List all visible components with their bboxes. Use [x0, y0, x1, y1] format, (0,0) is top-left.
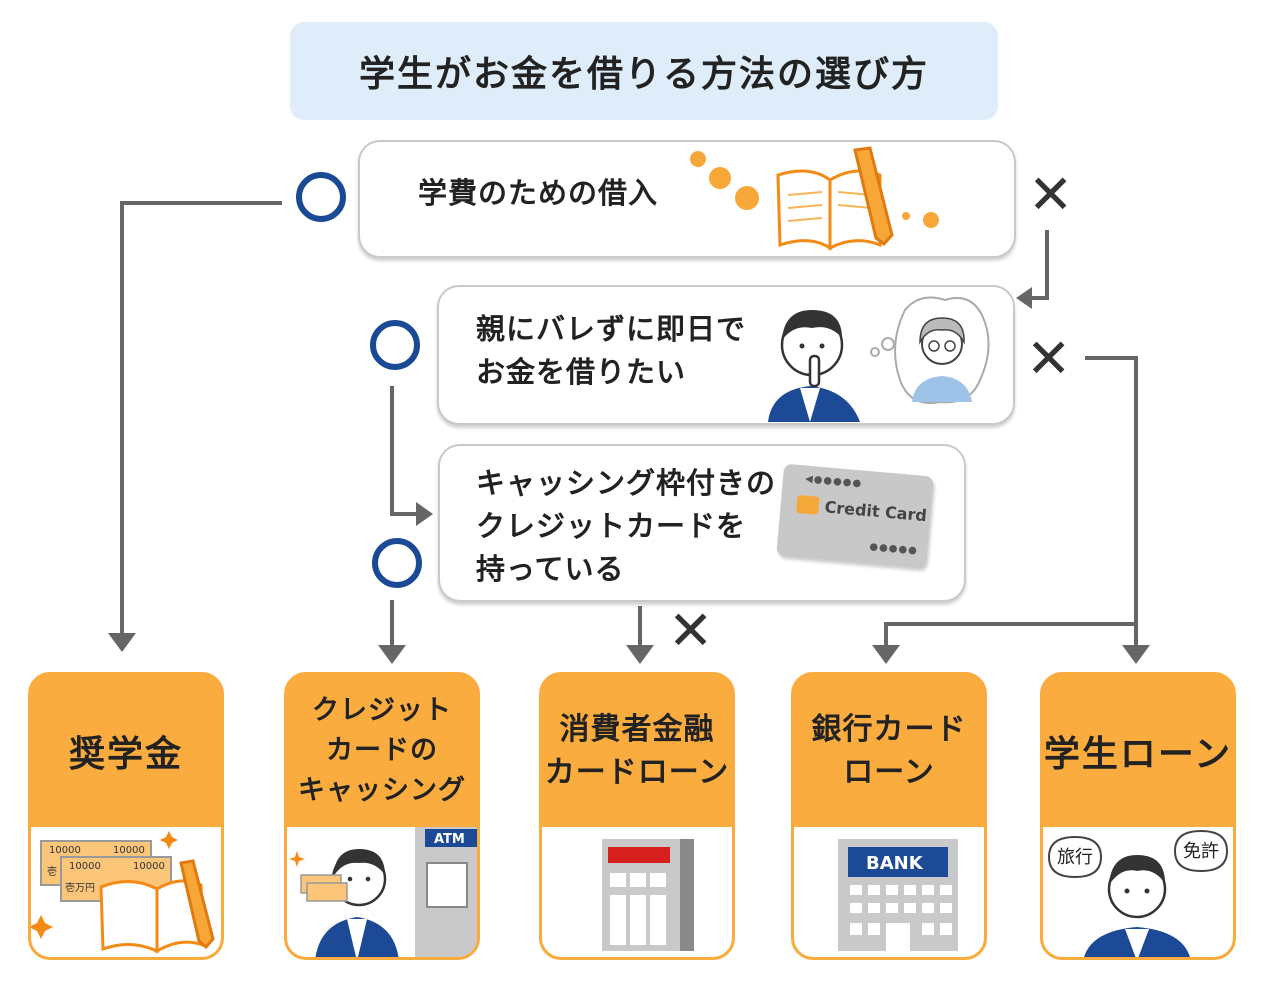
- result-consumer-finance-line2: カードローン: [544, 755, 730, 790]
- arrow-q2-yes: [390, 386, 418, 516]
- result-consumer-finance-label: 消費者金融 カードローン: [542, 675, 732, 827]
- result-scholarship-title: 奨学金: [68, 734, 183, 775]
- arrowhead-q2: [1016, 287, 1032, 309]
- diagram-title: 学生がお金を借りる方法の選び方: [358, 54, 929, 95]
- atm-label: ATM: [434, 832, 465, 847]
- yes-circle-tuition: [296, 172, 346, 222]
- title-banner: 学生がお金を借りる方法の選び方: [290, 22, 998, 120]
- question-secret-sameday-line1: 親にバレずに即日で: [476, 312, 747, 346]
- question-credit-card-line3: 持っている: [476, 552, 625, 586]
- result-card-cashing: クレジット カードの キャッシング ATM: [284, 672, 480, 960]
- bill-kanji-b: 壱万円: [65, 881, 95, 894]
- result-student-loan: 学生ローン 旅行 免許: [1040, 672, 1236, 960]
- bubble-license: 免許: [1183, 841, 1219, 862]
- result-consumer-finance: 消費者金融 カードローン: [539, 672, 735, 960]
- arrowhead-q3: [416, 502, 433, 526]
- bill-number-b: 10000: [113, 845, 145, 856]
- question-tuition-text: 学費のための借入: [418, 176, 659, 210]
- no-cross-secret-sameday: ✕: [1026, 327, 1072, 390]
- result-bank-card-loan-line1: 銀行カード: [811, 712, 967, 747]
- result-card-cashing-line3: キャッシング: [298, 775, 466, 806]
- question-credit-card-line2: クレジットカードを: [476, 509, 747, 543]
- sparkle-icon: [31, 915, 53, 939]
- card-label: Credit Card: [823, 497, 928, 526]
- result-bank-card-loan: 銀行カード ローン BANK: [791, 672, 987, 960]
- arrow-q1-no: [1030, 230, 1049, 300]
- arrowhead-consumer: [626, 645, 654, 664]
- student-shh-parent-illustration: [768, 296, 990, 422]
- arrowhead-card-cashing: [378, 645, 406, 664]
- consumer-finance-building-illustration: [542, 827, 732, 957]
- yes-circle-credit-card: [372, 538, 422, 588]
- scholarship-illustration: 10000 10000 10000 10000 壱 壱万円: [31, 827, 221, 957]
- bill-number-d: 10000: [133, 861, 165, 872]
- arrow-q1-yes: [120, 201, 282, 635]
- arrow-q2-no: [1085, 356, 1138, 645]
- result-student-loan-title: 学生ローン: [1043, 734, 1233, 775]
- bank-label: BANK: [866, 853, 924, 874]
- question-box-tuition: [358, 140, 1016, 258]
- student-loan-illustration: 旅行 免許: [1043, 827, 1233, 957]
- question-credit-card-line1: キャッシング枠付きの: [476, 466, 777, 500]
- bill-number-a: 10000: [49, 845, 81, 856]
- result-card-cashing-label: クレジット カードの キャッシング: [287, 675, 477, 827]
- arrowhead-scholarship: [108, 633, 136, 652]
- question-secret-sameday-line2: お金を借りたい: [476, 355, 687, 389]
- result-consumer-finance-line1: 消費者金融: [559, 712, 715, 747]
- bubble-travel: 旅行: [1057, 847, 1093, 868]
- card-dots-bottom: ●●●●●: [868, 541, 919, 557]
- card-dots-top: ◀●●●●●: [804, 473, 863, 490]
- arrowhead-bank: [872, 645, 900, 664]
- no-cross-tuition: ✕: [1028, 163, 1074, 226]
- bill-kanji-a: 壱: [47, 865, 57, 878]
- credit-card-icon: Credit Card ◀●●●●● ●●●●●: [776, 463, 934, 569]
- sparkle-icon: [289, 851, 305, 867]
- bank-building-illustration: BANK: [794, 827, 984, 957]
- atm-illustration: ATM: [287, 827, 477, 957]
- book-pencil-illustration: [690, 146, 939, 251]
- result-bank-card-loan-label: 銀行カード ローン: [794, 675, 984, 827]
- result-scholarship: 奨学金 10000 10000 10000 10000 壱 壱万円: [28, 672, 224, 960]
- result-card-cashing-line1: クレジット: [312, 695, 452, 726]
- bill-number-c: 10000: [69, 861, 101, 872]
- yes-circle-secret-sameday: [370, 320, 420, 370]
- result-card-cashing-line2: カードの: [326, 735, 438, 766]
- no-cross-credit-card: ✕: [668, 599, 714, 662]
- arrowhead-student: [1122, 645, 1150, 664]
- result-bank-card-loan-line2: ローン: [843, 755, 935, 790]
- arrow-to-bank: [884, 622, 1136, 645]
- card-chip-icon: [796, 494, 820, 515]
